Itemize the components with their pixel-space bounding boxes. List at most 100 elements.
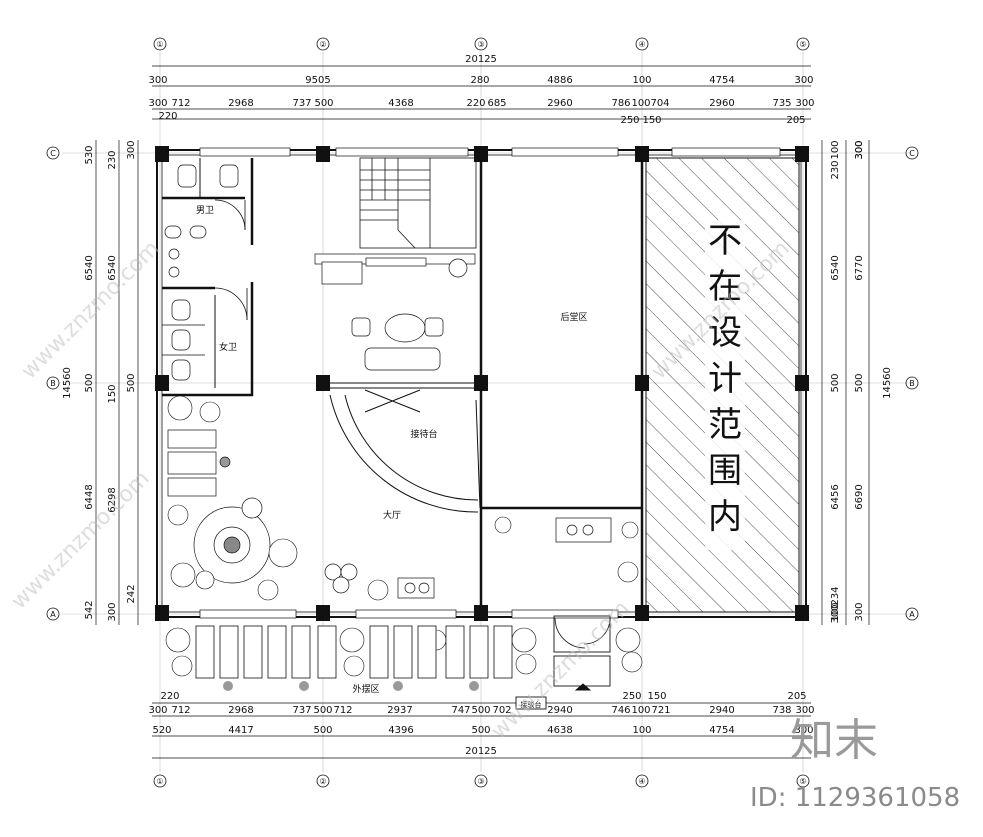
dim: 300: [854, 602, 865, 621]
dim: 250: [620, 115, 639, 126]
dim: 300: [794, 725, 813, 736]
axis-label: B: [909, 379, 915, 388]
out-of-scope-char: 计: [708, 359, 742, 399]
axis-label: ⑤: [799, 777, 806, 786]
axis-bubbles-bottom: ① ② ③ ④ ⑤: [153, 774, 810, 788]
dim: 220: [160, 691, 179, 702]
axis-label: A: [50, 610, 56, 619]
dim: 100: [830, 140, 841, 159]
image-id: ID: 1129361058: [750, 783, 960, 813]
dim: 150: [647, 691, 666, 702]
dim: 4368: [388, 98, 413, 109]
dim: 6540: [84, 255, 95, 280]
label-men-wc: 男卫: [196, 205, 214, 216]
dim: 500: [313, 705, 332, 716]
outdoor-stools: [223, 681, 479, 691]
top-dimension-texts: 20125 300 9505 280 4886 100 4754 300 300…: [148, 54, 814, 126]
dim: 735: [772, 98, 791, 109]
label-stage: 接驳台: [521, 700, 542, 709]
dim: 300: [148, 98, 167, 109]
dim-total-right: 14560: [882, 367, 893, 399]
axis-label: ①: [156, 40, 163, 49]
dim: 6540: [830, 255, 841, 280]
dim: 4396: [388, 725, 413, 736]
dim: 300: [795, 705, 814, 716]
axis-label: ③: [477, 777, 484, 786]
dim: 500: [84, 373, 95, 392]
dim: 4886: [547, 75, 572, 86]
dim: 2968: [228, 705, 253, 716]
dim: 220: [466, 98, 485, 109]
interior-partitions: [199, 158, 481, 389]
label-women-wc: 女卫: [219, 341, 237, 353]
axis-label: ③: [477, 40, 484, 49]
dim: 500: [313, 725, 332, 736]
label-outdoor-area: 外摆区: [352, 683, 379, 695]
axis-bubbles-top: ① ② ③ ④ ⑤: [153, 37, 810, 51]
dim: 6448: [84, 484, 95, 509]
dim: 712: [333, 705, 352, 716]
dim: 300: [148, 705, 167, 716]
room-labels: 男卫 女卫 接待台 大厅 后堂区 外摆区 接驳台: [196, 205, 588, 709]
dim-total-left: 14560: [62, 367, 73, 399]
axis-label: ⑤: [799, 40, 806, 49]
axis-label: ①: [156, 777, 163, 786]
bottom-dimension-texts: 220 250 150 205 300 712 2968 737 500 712…: [148, 691, 814, 757]
axis-label: C: [50, 149, 56, 158]
dim: 2968: [228, 98, 253, 109]
dim: 242: [126, 584, 137, 603]
axis-bubbles-side: C B A C B A: [46, 146, 919, 621]
dim: 786: [611, 98, 630, 109]
entrance-vestibule: [515, 615, 611, 710]
dim: 542: [84, 600, 95, 619]
top-dimension-lines: [152, 65, 811, 120]
dim: 6770: [854, 255, 865, 280]
dim: 747: [451, 705, 470, 716]
dim: 234: [830, 586, 841, 605]
out-of-scope-char: 设: [708, 313, 742, 353]
dim: 220: [158, 111, 177, 122]
dim: 250: [622, 691, 641, 702]
dim: 300: [854, 140, 865, 159]
axis-label: A: [909, 610, 915, 619]
dim: 100: [632, 725, 651, 736]
dim: 150: [642, 115, 661, 126]
dim: 300: [854, 140, 865, 159]
dim: 300: [795, 98, 814, 109]
dim: 300: [107, 602, 118, 621]
dim: 2940: [709, 705, 734, 716]
furniture: [167, 253, 612, 599]
interior-walls: [162, 158, 644, 612]
dim: 4638: [547, 725, 572, 736]
dim: 738: [772, 705, 791, 716]
windows: [199, 147, 781, 619]
dim: 300: [126, 140, 137, 159]
dim: 500: [471, 705, 490, 716]
dim: 9505: [305, 75, 330, 86]
dim: 300: [830, 604, 841, 623]
dim: 737: [292, 98, 311, 109]
dim: 2960: [709, 98, 734, 109]
dim: 6690: [854, 484, 865, 509]
dim-total-bottom: 20125: [465, 746, 497, 757]
dim: 205: [786, 115, 805, 126]
dim: 746: [611, 705, 630, 716]
dim: 6456: [830, 484, 841, 509]
dim: 712: [171, 98, 190, 109]
out-of-scope-char: 不: [708, 221, 742, 261]
out-of-scope-char: 在: [708, 267, 742, 307]
dim: 4754: [709, 75, 734, 86]
dim: 500: [854, 373, 865, 392]
dim: 500: [830, 373, 841, 392]
dim: 100: [631, 705, 650, 716]
dim: 702: [492, 705, 511, 716]
label-rest-area: 后堂区: [560, 311, 587, 323]
dim: 685: [487, 98, 506, 109]
left-dimension-texts: 530 6540 500 6448 542 14560 230 300 6540…: [62, 140, 137, 621]
axis-label: B: [50, 379, 56, 388]
out-of-scope-char: 内: [708, 497, 742, 537]
dim: 6540: [107, 255, 118, 280]
dim: 721: [651, 705, 670, 716]
dim: 712: [171, 705, 190, 716]
